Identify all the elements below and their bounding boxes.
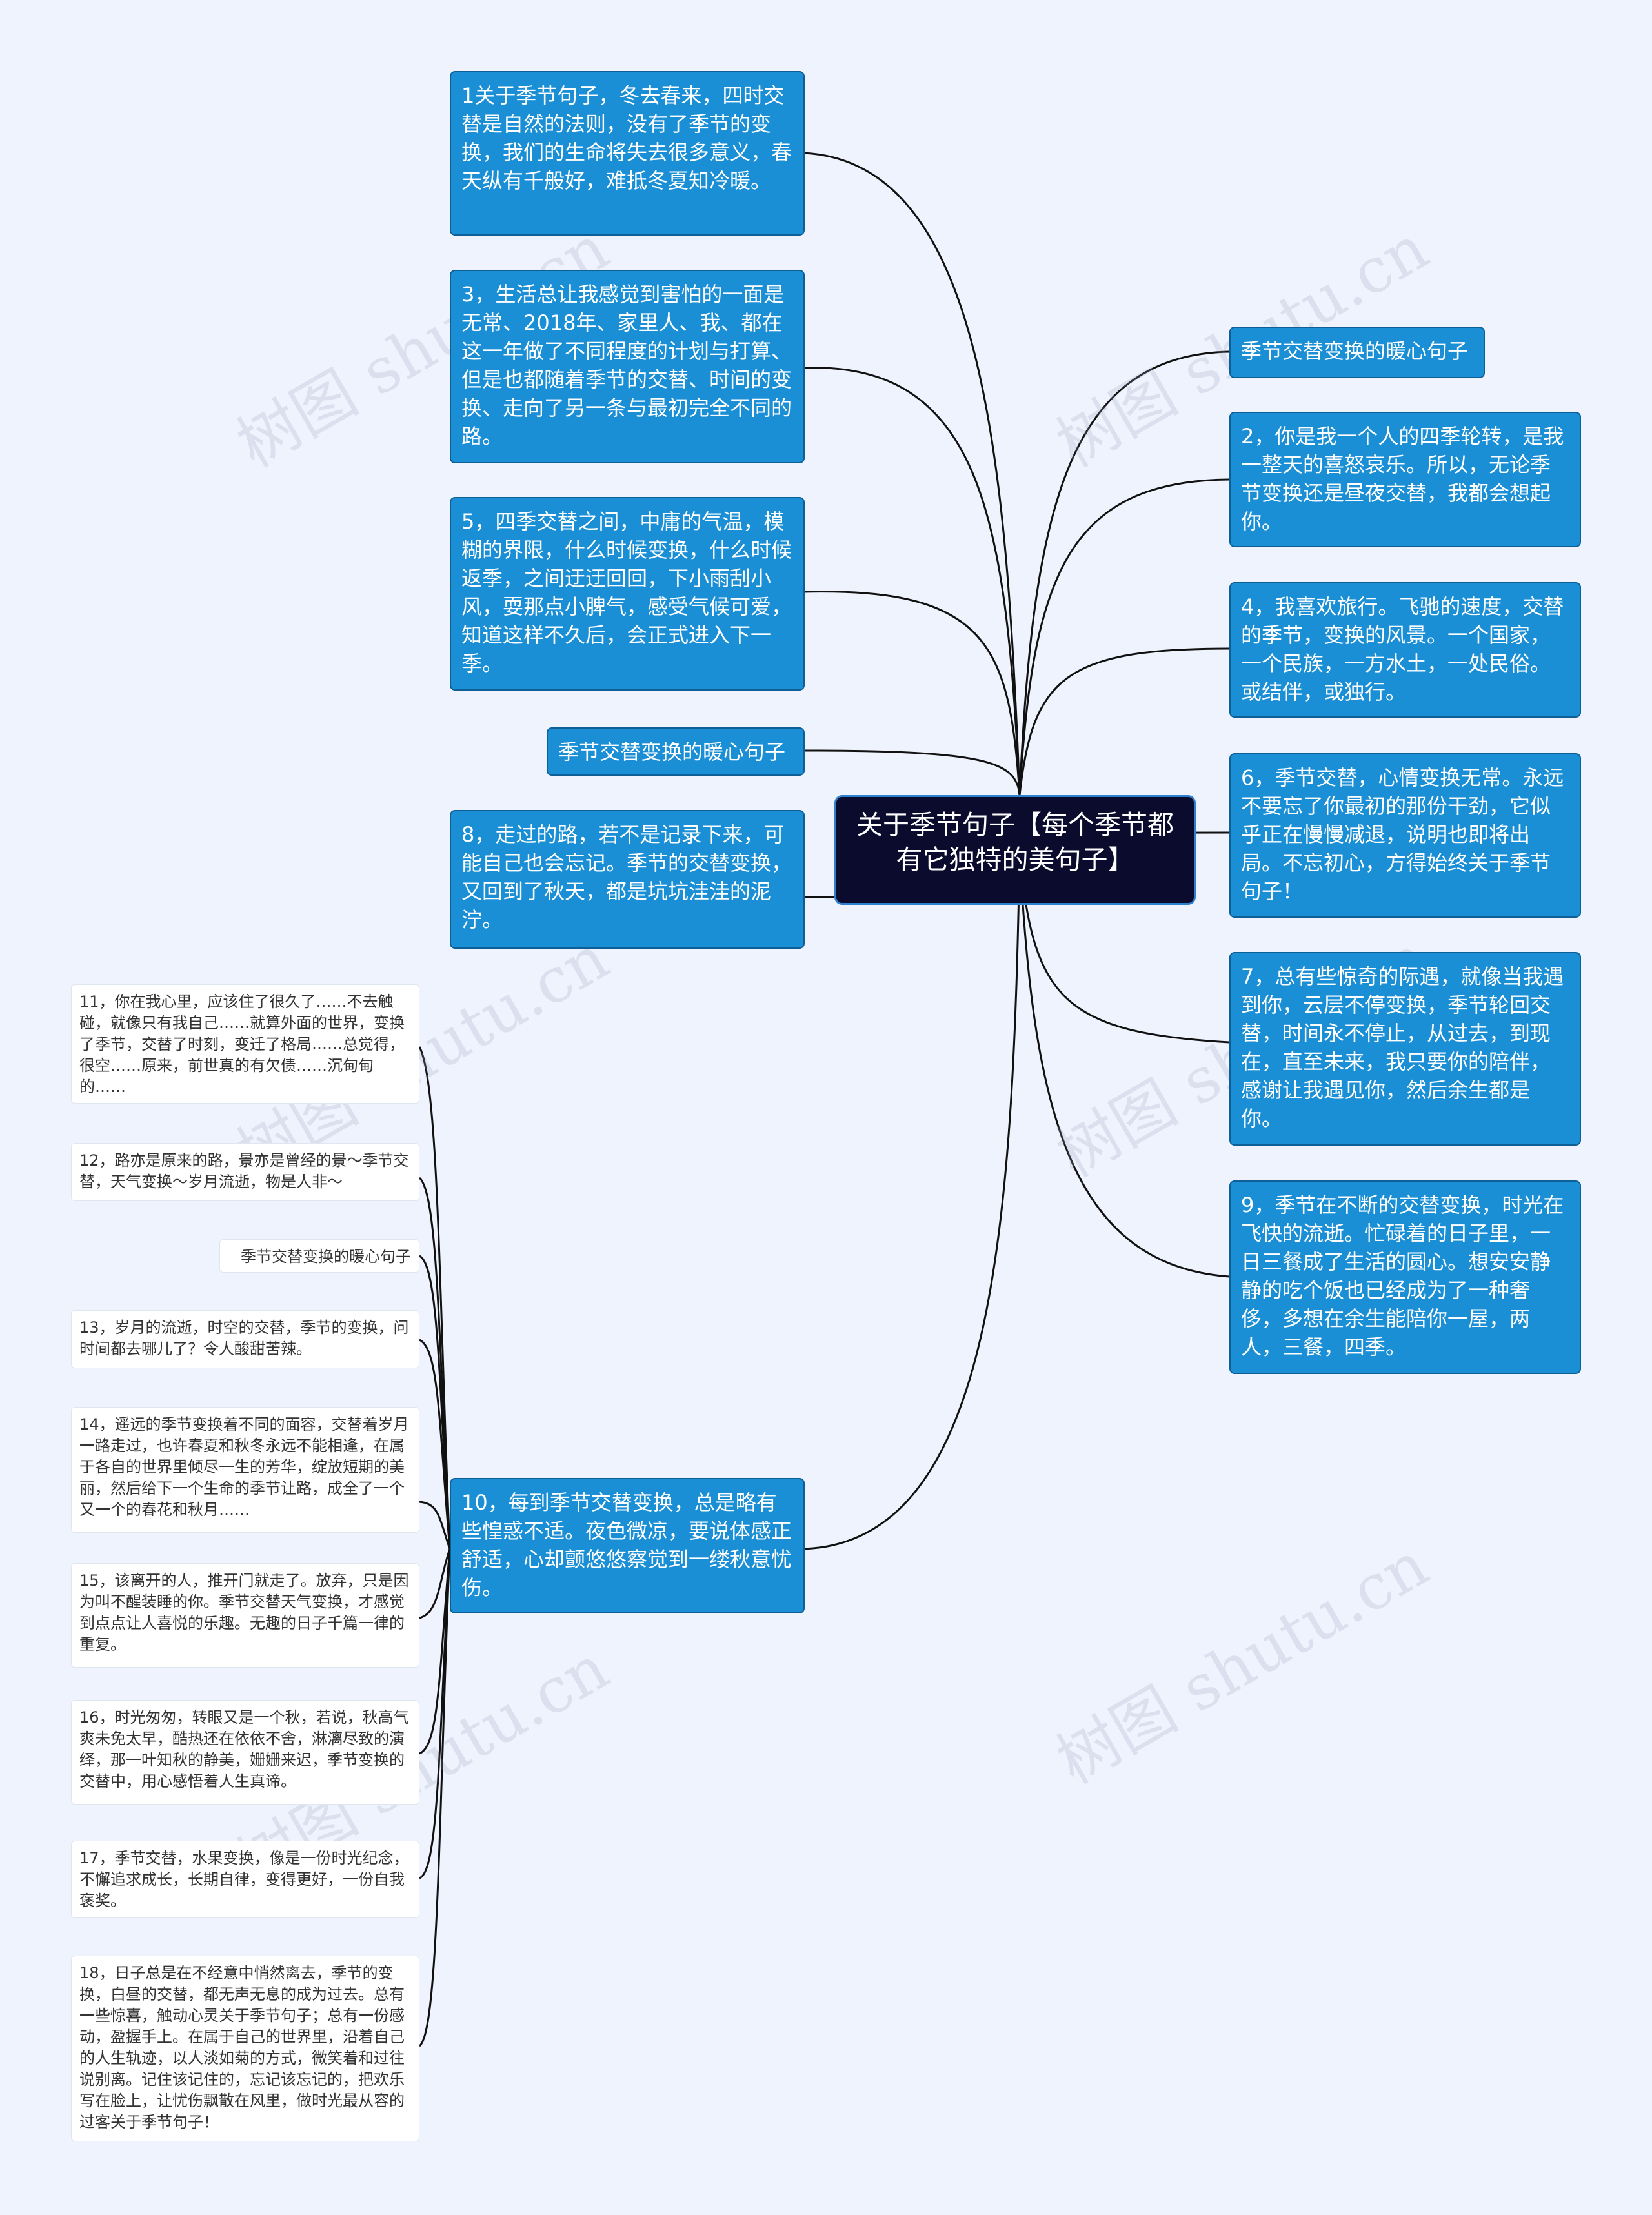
connector (1018, 851, 1230, 1044)
left-node-1[interactable]: 1关于季节句子，冬去春来，四时交替是自然的法则，没有了季节的变换，我们的生命将失… (450, 71, 805, 236)
sub-node-13[interactable]: 13，岁月的流逝，时空的交替，季节的变换，问时间都去哪儿了？令人酸甜苦辣。 (71, 1310, 419, 1368)
sub-node-18[interactable]: 18，日子总是在不经意中悄然离去，季节的变换，白昼的交替，都无声无息的成为过去。… (71, 1956, 419, 2141)
left-node-3[interactable]: 3，生活总让我感觉到害怕的一面是无常、2018年、家里人、我、都在这一年做了不同… (450, 270, 805, 463)
sub-node-12[interactable]: 12，路亦是原来的路，景亦是曾经的景～季节交替，天气变换～岁月流逝，物是人非～ (71, 1143, 419, 1201)
sub-node-17[interactable]: 17，季节交替，水果变换，像是一份时光纪念，不懈追求成长，长期自律，变得更好，一… (71, 1841, 419, 1918)
right-node-6[interactable]: 6，季节交替，心情变换无常。永远不要忘了你最初的那份干劲，它似乎正在慢慢减退，说… (1229, 753, 1581, 918)
right-node-heading[interactable]: 季节交替变换的暖心句子 (1229, 327, 1485, 378)
right-node-9[interactable]: 9，季节在不断的交替变换，时光在飞快的流逝。忙碌着的日子里，一日三餐成了生活的圆… (1229, 1180, 1581, 1374)
connector (419, 1548, 451, 1619)
sub-node-16[interactable]: 16，时光匆匆，转眼又是一个秋，若说，秋高气爽未免太早，酷热还在依依不舍，淋漓尽… (71, 1700, 419, 1805)
connector (1018, 478, 1230, 796)
connector (1018, 350, 1230, 796)
connector (803, 851, 1021, 1550)
connector (803, 367, 1021, 796)
connector (419, 1548, 451, 1755)
sub-node-14[interactable]: 14，遥远的季节变换着不同的面容，交替着岁月一路走过，也许春夏和秋冬永远不能相逢… (71, 1407, 419, 1533)
left-node-heading[interactable]: 季节交替变换的暖心句子 (547, 727, 805, 776)
sub-node-15[interactable]: 15，该离开的人，推开门就走了。放弃，只是因为叫不醒装睡的你。季节交替天气变换，… (71, 1563, 419, 1668)
right-node-2[interactable]: 2，你是我一个人的四季轮转，是我一整天的喜怒哀乐。所以，无论季节变换还是昼夜交替… (1229, 412, 1581, 547)
right-node-7[interactable]: 7，总有些惊奇的际遇，就像当我遇到你，云层不停变换，季节轮回交替，时间永不停止，… (1229, 952, 1581, 1146)
connector (803, 152, 1021, 796)
connector (419, 1548, 451, 1879)
sub-node-heading[interactable]: 季节交替变换的暖心句子 (219, 1239, 419, 1273)
sub-node-11[interactable]: 11，你在我心里，应该住了很久了……不去触碰，就像只有我自己……就算外面的世界，… (71, 984, 419, 1104)
connector (418, 1548, 451, 2047)
connector (419, 1255, 451, 1550)
left-node-10[interactable]: 10，每到季节交替变换，总是略有些惶惑不适。夜色微凉，要说体感正舒适，心却颤悠悠… (450, 1478, 805, 1613)
central-topic[interactable]: 关于季节句子【每个季节都有它独特的美句子】 (834, 795, 1196, 905)
left-node-8[interactable]: 8，走过的路，若不是记录下来，可能自己也会忘记。季节的交替变换，又回到了秋天，都… (450, 810, 805, 949)
left-node-5[interactable]: 5，四季交替之间，中庸的气温，模糊的界限，什么时候变换，什么时候返季，之间迂迂回… (450, 497, 805, 691)
connector (419, 1501, 451, 1550)
connector (803, 749, 1021, 796)
connector (803, 591, 1021, 796)
connector (1018, 647, 1230, 796)
right-node-4[interactable]: 4，我喜欢旅行。飞驰的速度，交替的季节，变换的风景。一个国家，一个民族，一方水土… (1229, 582, 1581, 718)
connector (1018, 851, 1230, 1278)
connector (419, 1339, 451, 1550)
connector (418, 1046, 451, 1550)
